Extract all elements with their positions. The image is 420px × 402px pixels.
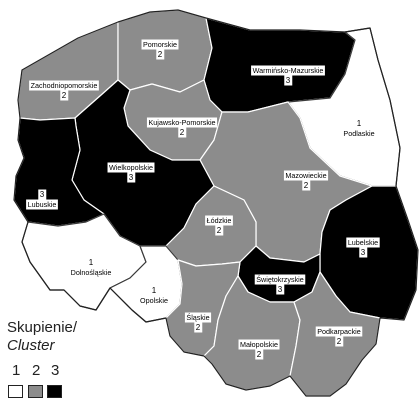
- region-cluster-number: 2: [217, 226, 222, 235]
- region-cluster-number: 3: [40, 190, 45, 199]
- region-cluster-number: 3: [286, 76, 291, 85]
- legend-title: Skupienie/ Cluster: [7, 319, 77, 355]
- region-name: Kujawsko-Pomorskie: [148, 118, 215, 127]
- legend-number-2: 2: [32, 362, 41, 379]
- label-background: [302, 180, 311, 191]
- label-background: [251, 65, 325, 76]
- region-cluster-number: 3: [278, 285, 283, 294]
- label-background: [238, 339, 280, 350]
- label-background: [346, 237, 380, 248]
- label-background: [254, 274, 306, 285]
- region-pomorskie[interactable]: [117, 9, 213, 93]
- label-background: [29, 80, 99, 91]
- region-cluster-number: 3: [361, 248, 366, 257]
- region-name: Podkarpackie: [317, 327, 361, 336]
- label-background: [146, 117, 218, 128]
- label-background: [127, 172, 136, 183]
- label-background: [284, 75, 293, 86]
- country-outline: [13, 9, 419, 397]
- region-name: Pomorskie: [143, 40, 177, 49]
- region-cluster-number: 3: [129, 173, 134, 182]
- region-name: Wielkopolskie: [109, 163, 153, 172]
- region-cluster-number: 1: [89, 258, 94, 267]
- label-background: [283, 170, 329, 181]
- legend-number-1: 1: [12, 362, 21, 379]
- region-cluster-number: 2: [196, 323, 201, 332]
- region-cluster-number: 2: [158, 50, 163, 59]
- label-background: [60, 90, 69, 101]
- region-cluster-number: 2: [337, 337, 342, 346]
- region-name: Opolskie: [140, 296, 168, 305]
- region-name: Małopolskie: [240, 340, 278, 349]
- region-cluster-number: 2: [180, 128, 185, 137]
- label-background: [184, 312, 212, 323]
- region-name: Lubuskie: [28, 200, 57, 209]
- label-background: [215, 225, 224, 236]
- region-cluster-number: 2: [257, 350, 262, 359]
- label-background: [141, 39, 179, 50]
- label-background: [255, 349, 264, 360]
- region-name: Śląskie: [186, 313, 209, 322]
- legend-title-en: Cluster: [7, 337, 55, 354]
- label-background: [315, 326, 363, 337]
- label-background: [107, 162, 155, 173]
- label-background: [276, 284, 285, 295]
- region-cluster-number: 1: [357, 119, 362, 128]
- label-background: [335, 336, 344, 347]
- region-cluster-number: 2: [62, 91, 67, 100]
- legend-title-pl: Skupienie/: [7, 319, 78, 336]
- legend-number-3: 3: [51, 362, 60, 379]
- region-cluster-number: 2: [304, 181, 309, 190]
- region-name: Warmińsko-Mazurskie: [253, 66, 324, 75]
- legend-swatch-1: [8, 385, 23, 398]
- region-name: Mazowieckie: [285, 171, 326, 180]
- label-background: [205, 215, 233, 226]
- region-name: Podlaskie: [343, 129, 374, 138]
- label-background: [156, 49, 165, 60]
- region-name: Dolnośląskie: [71, 268, 112, 277]
- label-background: [38, 189, 47, 200]
- region-cluster-number: 1: [152, 286, 157, 295]
- label-background: [359, 247, 368, 258]
- region-name: Lubelskie: [348, 238, 378, 247]
- region-name: Łódzkie: [207, 216, 232, 225]
- legend-swatch-2: [28, 385, 43, 398]
- region-name: Zachodniopomorskie: [31, 81, 98, 90]
- region-name: Świętokrzyskie: [256, 275, 304, 284]
- labels-layer: Pomorskie2Zachodniopomorskie2Warmińsko-M…: [26, 39, 380, 360]
- label-background: [194, 322, 203, 333]
- label-background: [178, 127, 187, 138]
- label-background: [26, 199, 58, 210]
- legend-swatch-3: [47, 385, 62, 398]
